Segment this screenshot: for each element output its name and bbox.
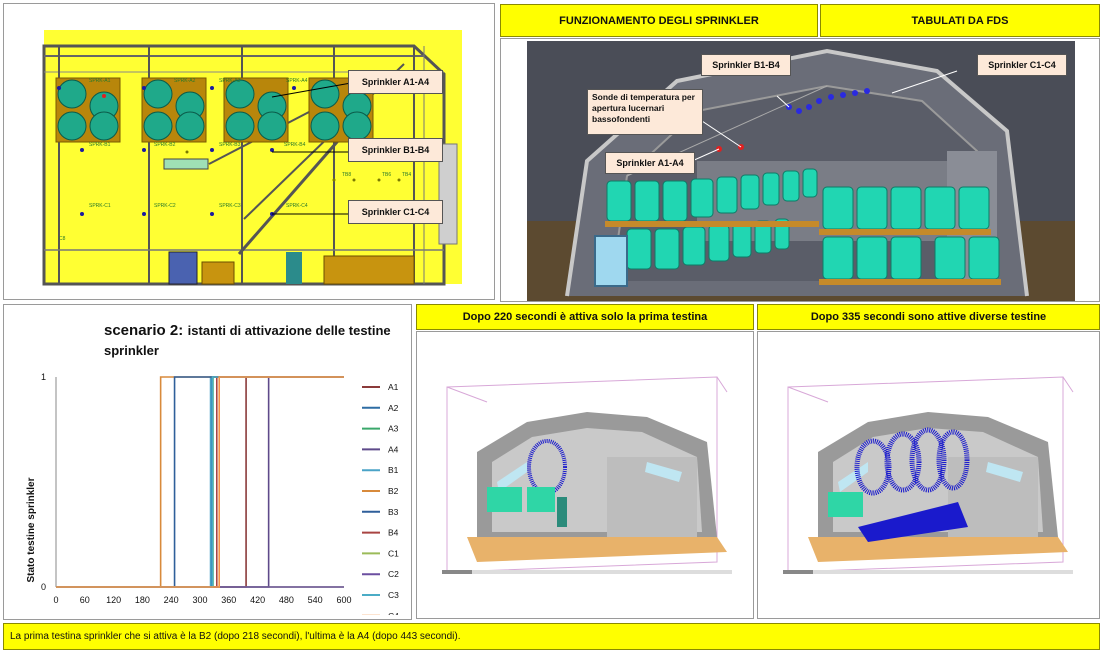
plan-label: SPRK-C2 [154,203,176,209]
legend-label-b2: B2 [388,486,399,496]
plan-panel: SPRK-A1 SPRK-A2 SPRK-A3 SPRK-A4 SPRK-B1 … [3,3,495,300]
series-line-b4 [56,376,344,588]
x-tick-label: 600 [336,595,351,605]
x-tick-label: 300 [192,595,207,605]
render-3d [527,41,1075,301]
y-axis-label: Stato testine sprinkler [26,477,37,582]
header-sprinkler-function: FUNZIONAMENTO DEGLI SPRINKLER [500,4,818,37]
render-callout-temperature-probes: Sonde di temperatura per apertura lucern… [587,89,703,135]
plan-label: TB4 [402,172,411,178]
plan-label: SPRK-C3 [219,203,241,209]
y-tick-label: 0 [41,582,46,592]
snapshot-220-panel [416,331,754,619]
activation-chart: Stato testine sprinkler 0 60 120 180 240 300 3… [26,372,399,615]
x-tick-label: 240 [164,595,179,605]
series-line-a4 [56,376,344,588]
plan-label: SPRK-C4 [286,203,308,209]
x-tick-label: 180 [135,595,150,605]
plan-label: SPRK-A2 [174,78,196,84]
header-after-335: Dopo 335 secondi sono attive diverse tes… [757,304,1100,330]
render-callout-sprinkler-b: Sprinkler B1-B4 [701,54,791,76]
callout-sprinkler-c: Sprinkler C1-C4 [348,200,443,224]
legend-label-c3: C3 [388,590,399,600]
plan-label: SPRK-A1 [89,78,111,84]
x-tick-label: 540 [308,595,323,605]
series-line-b3 [56,376,344,588]
x-tick-label: 0 [53,595,58,605]
header-after-220: Dopo 220 secondi è attiva solo la prima … [416,304,754,330]
chart-title-prefix: scenario 2: [104,322,184,339]
plan-label: SPRK-B3 [219,142,241,148]
plan-label: SPRK-B1 [89,142,111,148]
plan-label: SPRK-A4 [286,78,308,84]
x-tick-label: 360 [221,595,236,605]
plan-label: TB8 [342,172,351,178]
callout-sprinkler-a: Sprinkler A1-A4 [348,70,443,94]
series-line-c4 [56,376,344,588]
callout-sprinkler-b: Sprinkler B1-B4 [348,138,443,162]
series-line-c3 [56,376,344,588]
legend-label-b4: B4 [388,528,399,538]
render-callout-sprinkler-c: Sprinkler C1-C4 [977,54,1067,76]
series-line-b2 [56,376,344,588]
series-line-a1 [56,376,344,588]
y-tick-label: 1 [41,372,46,382]
header-fds-tables: TABULATI DA FDS [820,4,1100,37]
x-tick-label: 60 [80,595,90,605]
legend-label-c2: C2 [388,569,399,579]
x-tick-label: 480 [279,595,294,605]
plan-label: SPRK-A3 [219,78,241,84]
chart-title-rest: istanti di attivazione delle testine spr… [104,323,391,358]
x-tick-label: 120 [106,595,121,605]
legend-label-c1: C1 [388,548,399,558]
legend-label-a4: A4 [388,444,399,454]
series-line-a2 [56,376,344,588]
render-callout-sprinkler-a: Sprinkler A1-A4 [605,152,695,174]
snapshot-220-render [442,376,732,574]
plan-label: SPRK-B2 [154,142,176,148]
snapshot-335-panel [757,331,1100,619]
plan-label: TB6 [382,172,391,178]
series-line-b1 [56,376,344,588]
plan-label: SPRK-C1 [89,203,111,209]
snapshot-335-render [783,376,1074,574]
legend-label-b3: B3 [388,507,399,517]
legend-label-a2: A2 [388,403,399,413]
legend-label-c4: C4 [388,611,399,615]
legend-label-b1: B1 [388,465,399,475]
series-line-a3 [56,376,344,588]
plan-label: C8 [59,236,66,242]
chart-title: scenario 2: istanti di attivazione delle… [104,321,394,361]
plan-labels: SPRK-A1 SPRK-A2 SPRK-A3 SPRK-A4 SPRK-B1 … [59,78,411,242]
legend-label-a3: A3 [388,424,399,434]
x-tick-label: 420 [250,595,265,605]
chart-panel: scenario 2: istanti di attivazione delle… [3,304,412,620]
legend-label-a1: A1 [388,382,399,392]
plan-label: SPRK-B4 [284,142,306,148]
footer-note: La prima testina sprinkler che si attiva… [3,623,1100,650]
render-panel: Sprinkler B1-B4 Sprinkler C1-C4 Sprinkle… [500,38,1100,302]
